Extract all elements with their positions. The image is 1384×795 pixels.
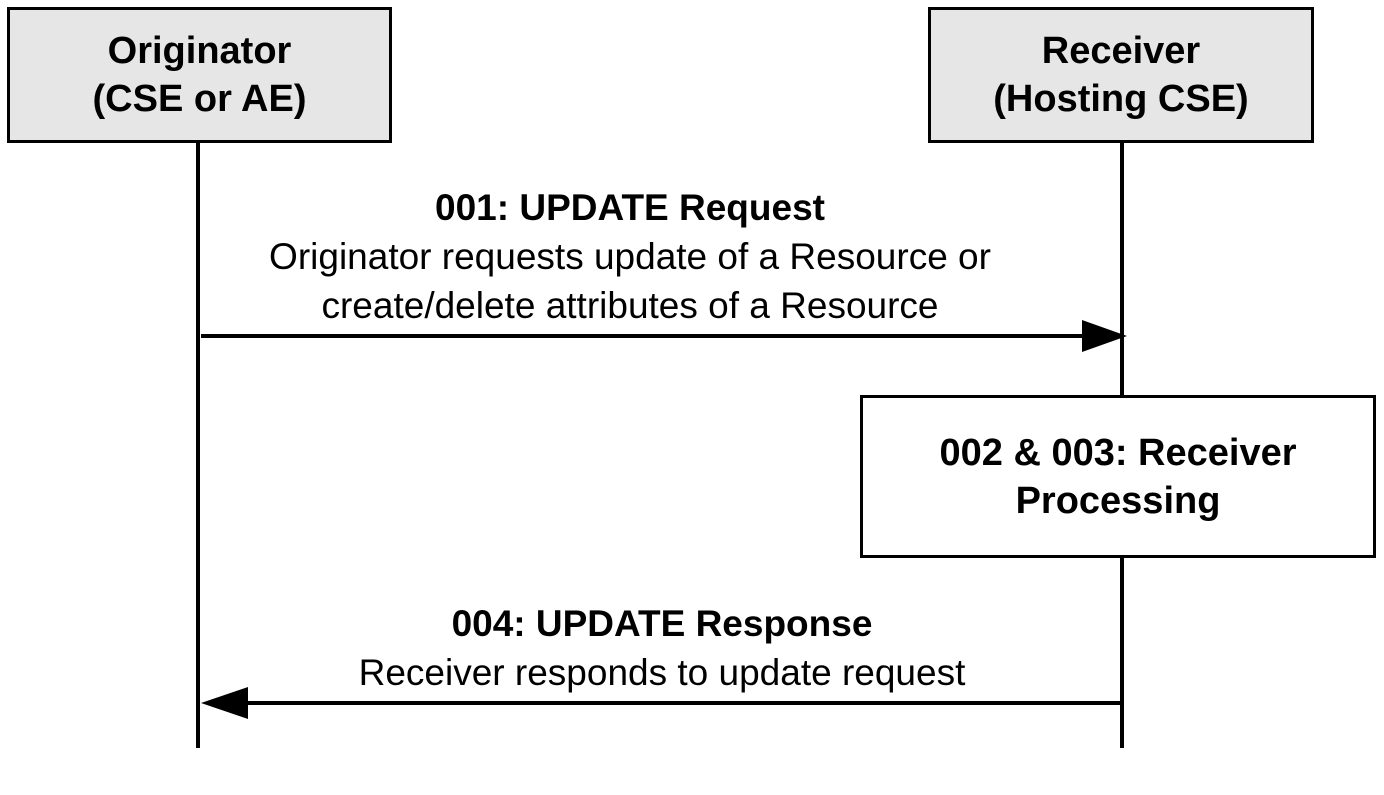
- processing-line-1: 002 & 003: Receiver: [939, 431, 1297, 474]
- update-response-desc-line-1: Receiver responds to update request: [358, 652, 966, 693]
- update-request-arrow: [201, 320, 1127, 352]
- receiver-name: Receiver: [1041, 30, 1201, 72]
- receiver-lifeline-lower: [1120, 556, 1124, 748]
- receiver-role: (Hosting CSE): [993, 78, 1249, 120]
- receiver-box: Receiver (Hosting CSE): [928, 7, 1314, 143]
- update-request-desc-line-1: Originator requests update of a Resource…: [269, 236, 991, 277]
- update-request-label: 001: UPDATE Request Originator requests …: [200, 183, 1060, 330]
- originator-role: (CSE or AE): [92, 78, 307, 120]
- update-request-desc-line-2: create/delete attributes of a Resource: [321, 285, 939, 326]
- update-request-title: 001: UPDATE Request: [435, 187, 825, 228]
- update-response-label: 004: UPDATE Response Receiver responds t…: [232, 599, 1092, 697]
- receiver-processing-box: 002 & 003: Receiver Processing: [860, 395, 1376, 558]
- originator-name: Originator: [107, 30, 292, 72]
- originator-lifeline: [196, 140, 200, 748]
- processing-line-2: Processing: [1015, 479, 1221, 522]
- update-response-title: 004: UPDATE Response: [451, 603, 873, 644]
- originator-box: Originator (CSE or AE): [7, 7, 392, 143]
- receiver-lifeline-upper: [1120, 140, 1124, 398]
- update-response-arrow: [201, 687, 1122, 719]
